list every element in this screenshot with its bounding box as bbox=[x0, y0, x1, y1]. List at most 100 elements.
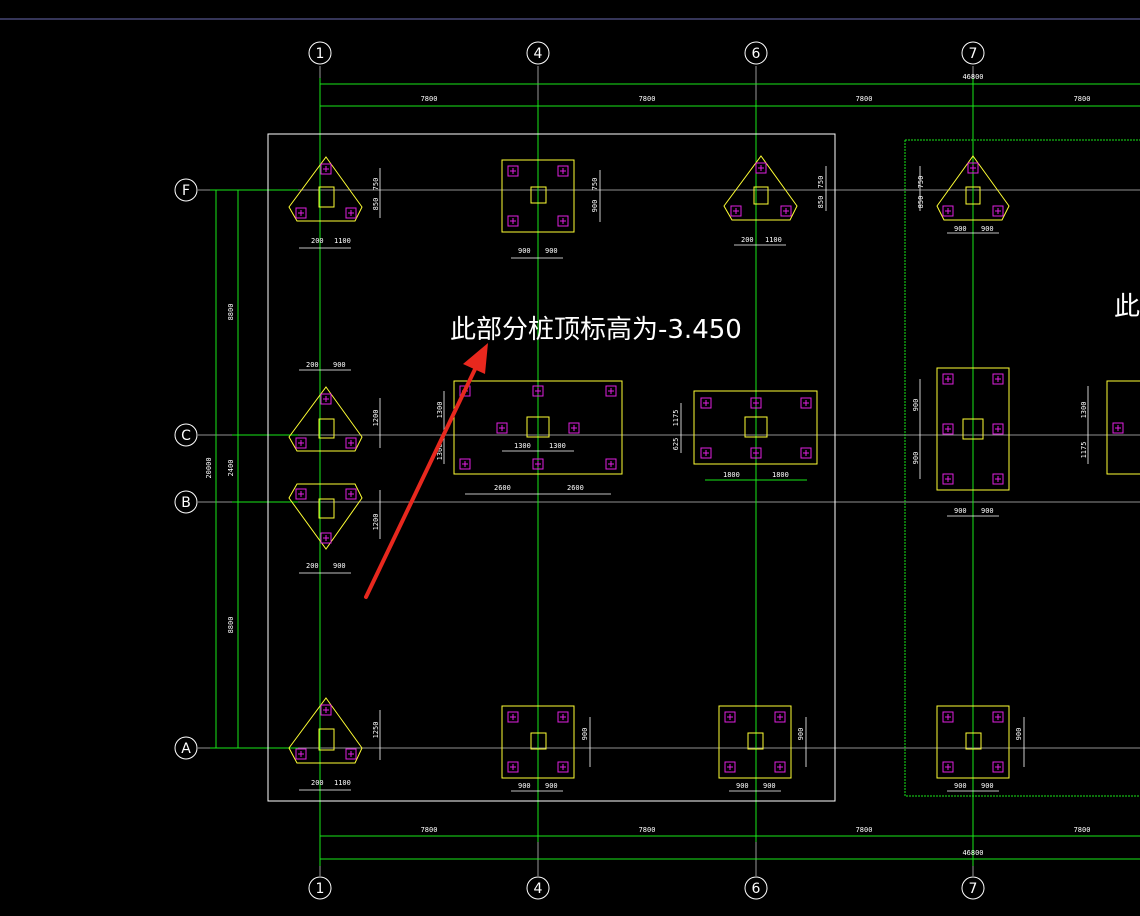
dim-top-7-next: 7800 bbox=[1074, 95, 1091, 103]
svg-text:1800: 1800 bbox=[723, 471, 740, 479]
annotation-pile-top-elevation[interactable]: 此部分桩顶标高为-3.450 bbox=[450, 315, 742, 345]
dimension-lines bbox=[210, 78, 1140, 866]
svg-text:1200: 1200 bbox=[372, 514, 380, 531]
grid-bubble-6-bottom[interactable]: 6 bbox=[744, 876, 768, 900]
grid-bubble-1-top[interactable]: 1 bbox=[308, 41, 332, 65]
svg-text:900: 900 bbox=[954, 507, 967, 515]
grid-lines-vertical bbox=[319, 66, 974, 876]
svg-text:1: 1 bbox=[316, 881, 325, 897]
grid-bubble-C[interactable]: C bbox=[174, 423, 198, 447]
grid-bubble-A[interactable]: A bbox=[174, 736, 198, 760]
svg-text:900: 900 bbox=[518, 782, 531, 790]
svg-text:1175: 1175 bbox=[1080, 442, 1088, 459]
dim-left-C-B: 2400 bbox=[227, 460, 235, 477]
svg-text:900: 900 bbox=[1015, 728, 1023, 741]
grid-bubble-1-bottom[interactable]: 1 bbox=[308, 876, 332, 900]
svg-text:900: 900 bbox=[981, 782, 994, 790]
svg-text:7: 7 bbox=[969, 881, 978, 897]
grid-bubble-B[interactable]: B bbox=[174, 490, 198, 514]
grid-bubble-7-top[interactable]: 7 bbox=[961, 41, 985, 65]
pile-cap-tri-1F bbox=[288, 156, 363, 222]
pile-caps bbox=[288, 155, 1140, 779]
pile-cap-tri-7F bbox=[936, 155, 1010, 221]
grid-lines-horizontal bbox=[198, 189, 1140, 749]
svg-text:6: 6 bbox=[752, 46, 761, 62]
svg-text:750: 750 bbox=[817, 176, 825, 189]
svg-text:1300: 1300 bbox=[436, 444, 444, 461]
pile-cap-sq-4F bbox=[501, 159, 575, 233]
svg-text:900: 900 bbox=[981, 225, 994, 233]
grid-bubble-F[interactable]: F bbox=[174, 178, 198, 202]
svg-text:F: F bbox=[182, 183, 190, 199]
annotation-right-partial[interactable]: 此部 bbox=[1114, 292, 1140, 322]
pile-cap-rect-6C bbox=[693, 390, 818, 465]
svg-text:1100: 1100 bbox=[765, 236, 782, 244]
svg-text:900: 900 bbox=[981, 507, 994, 515]
svg-text:850: 850 bbox=[817, 196, 825, 209]
dim-top-overall: 46800 bbox=[962, 73, 983, 81]
dim-top-6-7: 7800 bbox=[856, 95, 873, 103]
pile-cap-tri-6F bbox=[723, 155, 798, 221]
svg-text:7: 7 bbox=[969, 46, 978, 62]
svg-text:2600: 2600 bbox=[494, 484, 511, 492]
dim-bottom-6-7: 7800 bbox=[856, 826, 873, 834]
pile-cap-rect-7C bbox=[936, 367, 1010, 491]
svg-text:850: 850 bbox=[917, 196, 925, 209]
svg-text:900: 900 bbox=[545, 782, 558, 790]
svg-text:900: 900 bbox=[954, 782, 967, 790]
svg-text:900: 900 bbox=[518, 247, 531, 255]
pile-zone-boundary bbox=[267, 133, 836, 802]
grid-bubble-4-top[interactable]: 4 bbox=[526, 41, 550, 65]
pile-cap-tri-1C bbox=[288, 386, 363, 452]
grid-bubble-4-bottom[interactable]: 4 bbox=[526, 876, 550, 900]
red-arrow-icon bbox=[364, 343, 488, 599]
dim-left-B-A: 8800 bbox=[227, 617, 235, 634]
svg-text:900: 900 bbox=[763, 782, 776, 790]
dim-top-4-6: 7800 bbox=[639, 95, 656, 103]
svg-text:900: 900 bbox=[954, 225, 967, 233]
svg-text:900: 900 bbox=[333, 562, 346, 570]
dim-bottom-4-6: 7800 bbox=[639, 826, 656, 834]
pile-cap-rect-partial bbox=[1106, 380, 1140, 475]
svg-text:900: 900 bbox=[333, 361, 346, 369]
svg-text:850: 850 bbox=[372, 198, 380, 211]
svg-text:900: 900 bbox=[581, 728, 589, 741]
svg-text:750: 750 bbox=[372, 178, 380, 191]
pile-markers bbox=[295, 162, 1124, 773]
svg-text:200: 200 bbox=[311, 779, 324, 787]
svg-text:900: 900 bbox=[797, 728, 805, 741]
pile-cap-rect-4C bbox=[453, 380, 623, 475]
pile-cap-sq-4A bbox=[501, 705, 575, 779]
svg-text:1: 1 bbox=[316, 46, 325, 62]
svg-text:900: 900 bbox=[545, 247, 558, 255]
svg-text:4: 4 bbox=[534, 46, 543, 62]
svg-text:900: 900 bbox=[912, 399, 920, 412]
svg-text:1300: 1300 bbox=[1080, 402, 1088, 419]
svg-text:1100: 1100 bbox=[334, 779, 351, 787]
pile-cap-sq-6A bbox=[718, 705, 792, 779]
svg-text:900: 900 bbox=[912, 452, 920, 465]
dim-left-F-C: 8800 bbox=[227, 304, 235, 321]
svg-text:1100: 1100 bbox=[334, 237, 351, 245]
svg-text:6: 6 bbox=[752, 881, 761, 897]
dim-bottom-1-4: 7800 bbox=[421, 826, 438, 834]
dim-top-1-4: 7800 bbox=[421, 95, 438, 103]
svg-text:1300: 1300 bbox=[549, 442, 566, 450]
svg-text:B: B bbox=[181, 495, 191, 511]
svg-text:900: 900 bbox=[736, 782, 749, 790]
pile-cap-sq-7A bbox=[936, 705, 1010, 779]
grid-bubble-7-bottom[interactable]: 7 bbox=[961, 876, 985, 900]
dim-left-overall: 20000 bbox=[205, 457, 213, 478]
cap-dimension-labels-vertical: 750 850 1200 1200 1250 750 900 900 900 9… bbox=[372, 176, 1088, 741]
svg-text:200: 200 bbox=[306, 562, 319, 570]
svg-text:750: 750 bbox=[917, 176, 925, 189]
svg-text:625: 625 bbox=[672, 438, 680, 451]
svg-text:4: 4 bbox=[534, 881, 543, 897]
svg-text:1250: 1250 bbox=[372, 722, 380, 739]
grid-bubble-6-top[interactable]: 6 bbox=[744, 41, 768, 65]
svg-text:1300: 1300 bbox=[436, 402, 444, 419]
cap-dimension-lines bbox=[299, 166, 1089, 792]
dim-bottom-7-next: 7800 bbox=[1074, 826, 1091, 834]
